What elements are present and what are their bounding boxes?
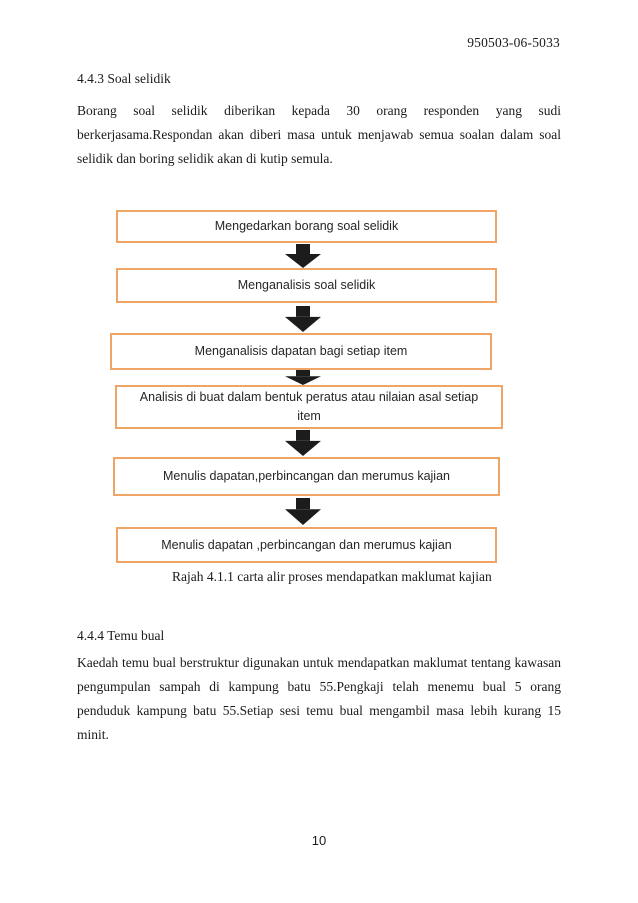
flowchart-box-2: Menganalisis soal selidik bbox=[116, 268, 497, 303]
figure-caption: Rajah 4.1.1 carta alir proses mendapatka… bbox=[172, 569, 492, 584]
header-student-id: 950503-06-5033 bbox=[467, 35, 560, 50]
down-arrow-icon bbox=[285, 306, 321, 332]
page-number: 10 bbox=[311, 833, 327, 848]
down-arrow-icon bbox=[285, 430, 321, 456]
flowchart-box-5: Menulis dapatan,perbincangan dan merumus… bbox=[113, 457, 500, 496]
flowchart-box-3: Menganalisis dapatan bagi setiap item bbox=[110, 333, 492, 370]
down-arrow-icon bbox=[285, 244, 321, 268]
paragraph-soal-selidik: Borang soal selidik diberikan kepada 30 … bbox=[77, 103, 561, 166]
flowchart-box-6: Menulis dapatan ,perbincangan dan merumu… bbox=[116, 527, 497, 563]
flowchart-box-1: Mengedarkan borang soal selidik bbox=[116, 210, 497, 243]
down-arrow-icon bbox=[285, 370, 321, 385]
paragraph-temu-bual: Kaedah temu bual berstruktur digunakan u… bbox=[77, 655, 561, 742]
section-heading-temu-bual: 4.4.4 Temu bual bbox=[77, 628, 165, 643]
down-arrow-icon bbox=[285, 498, 321, 525]
flowchart-box-4: Analisis di buat dalam bentuk peratus at… bbox=[115, 385, 503, 429]
section-heading-soal-selidik: 4.4.3 Soal selidik bbox=[77, 71, 171, 86]
